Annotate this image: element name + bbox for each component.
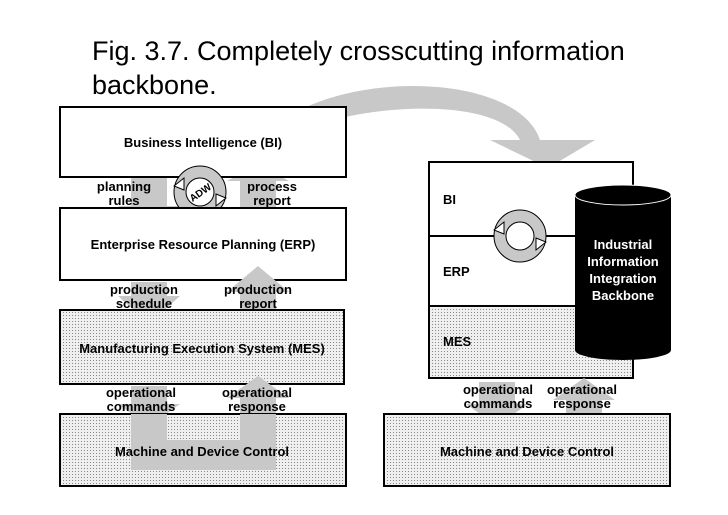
production-schedule-label-1: production — [110, 282, 178, 297]
left-mdc-loop — [131, 414, 276, 470]
left-operational-response-label-1: operational — [222, 385, 292, 400]
left-mdc-label: Machine and Device Control — [115, 444, 289, 459]
left-arrow-mdc-mes-up-head — [227, 376, 289, 398]
production-report-label-1: production — [224, 282, 292, 297]
left-arrow-mes-erp-up-head — [227, 266, 289, 292]
right-operational-commands-label-1: operational — [463, 382, 533, 397]
right-bi-label: BI — [443, 192, 456, 207]
right-arrow-up-head — [553, 378, 615, 400]
right-operational-commands-label-2: commands — [464, 396, 533, 411]
left-erp-box — [59, 207, 347, 281]
right-mdc-box — [383, 413, 671, 487]
right-mes-label: MES — [443, 334, 472, 349]
process-report-label-2: report — [253, 193, 291, 208]
left-operational-response-label-2: response — [228, 399, 286, 414]
planning-rules-label-2: rules — [108, 193, 139, 208]
planning-rules-label-1: planning — [97, 179, 151, 194]
backbone-label-1: Industrial — [594, 237, 653, 252]
figure-title-line-2: backbone. — [92, 70, 217, 100]
right-operational-response-label-1: operational — [547, 382, 617, 397]
backbone-label-4: Backbone — [592, 288, 654, 303]
figure-title-line-1: Fig. 3.7. Completely crosscutting inform… — [92, 36, 625, 66]
left-mes-label: Manufacturing Execution System (MES) — [79, 341, 325, 356]
right-erp-label: ERP — [443, 264, 470, 279]
process-report-label-1: process — [247, 179, 297, 194]
right-mdc-label: Machine and Device Control — [440, 444, 614, 459]
right-arrow-down — [479, 382, 515, 406]
figure-title: Fig. 3.7. Completely crosscutting inform… — [92, 34, 692, 102]
left-arrow-mdc-mes-up — [240, 396, 276, 416]
left-bi-box — [59, 106, 347, 178]
left-mes-box — [59, 309, 345, 385]
backbone-label-3: Integration — [589, 271, 656, 286]
left-operational-commands-label-2: commands — [107, 399, 176, 414]
cycle-arrows-icon — [493, 209, 547, 263]
production-schedule-label-2: schedule — [116, 296, 172, 311]
left-arrow-erp-mes-down — [131, 282, 167, 298]
backbone-label-2: Information — [587, 254, 659, 269]
left-arrow-bi-erp-down — [131, 178, 167, 208]
left-operational-commands-label-1: operational — [106, 385, 176, 400]
left-bi-label: Business Intelligence (BI) — [124, 135, 282, 150]
left-arrow-erp-bi-up — [240, 178, 276, 208]
transfer-arrow-icon — [300, 86, 595, 168]
production-report-label-2: report — [239, 296, 277, 311]
left-arrow-mes-mdc-down — [131, 386, 167, 406]
right-operational-response-label-2: response — [553, 396, 611, 411]
backbone-cylinder — [574, 184, 672, 360]
left-erp-label: Enterprise Resource Planning (ERP) — [91, 237, 316, 252]
